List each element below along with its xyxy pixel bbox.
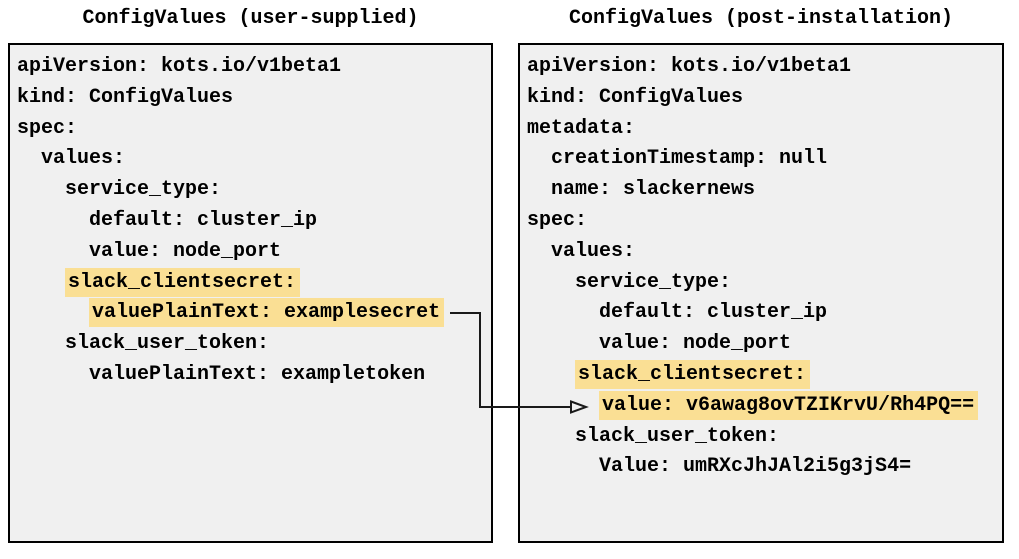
yaml-text: metadata: <box>527 116 636 140</box>
yaml-indent <box>17 271 65 294</box>
yaml-line-highlighted: slack_clientsecret: <box>527 359 998 391</box>
yaml-line: spec: <box>17 114 487 145</box>
yaml-line: service_type: <box>527 268 998 299</box>
yaml-line: apiVersion: kots.io/v1beta1 <box>527 52 998 83</box>
yaml-indent <box>527 271 575 294</box>
yaml-indent <box>527 455 599 478</box>
yaml-text: value: node_port <box>89 239 282 263</box>
yaml-text: default: cluster_ip <box>89 208 318 232</box>
yaml-text: apiVersion: kots.io/v1beta1 <box>527 55 852 78</box>
yaml-line-highlighted: value: v6awag8ovTZIKrvU/Rh4PQ== <box>527 390 998 422</box>
yaml-line: slack_user_token: <box>17 329 487 360</box>
post-installation-config-box: apiVersion: kots.io/v1beta1 kind: Config… <box>518 43 1004 543</box>
yaml-text: slack_clientsecret: <box>575 359 811 389</box>
yaml-indent <box>527 301 599 324</box>
left-box-title: ConfigValues (user-supplied) <box>82 7 419 30</box>
post-installation-yaml: apiVersion: kots.io/v1beta1 kind: Config… <box>527 52 998 483</box>
yaml-line: name: slackernews <box>527 175 998 206</box>
yaml-indent <box>17 363 89 386</box>
yaml-text: slack_user_token: <box>575 424 780 448</box>
yaml-indent <box>527 332 599 355</box>
yaml-indent <box>527 178 551 201</box>
yaml-indent <box>17 301 89 324</box>
yaml-indent <box>527 394 599 417</box>
yaml-indent <box>527 425 575 448</box>
yaml-text: valuePlainText: exampletoken <box>89 362 426 386</box>
yaml-line: metadata: <box>527 114 998 145</box>
yaml-line: service_type: <box>17 175 487 206</box>
yaml-text: value: v6awag8ovTZIKrvU/Rh4PQ== <box>599 390 979 420</box>
yaml-text: default: cluster_ip <box>599 301 828 325</box>
yaml-text: kind: ConfigValues <box>17 85 234 109</box>
yaml-indent <box>17 178 65 201</box>
yaml-line: kind: ConfigValues <box>17 83 487 114</box>
yaml-indent <box>17 240 89 263</box>
yaml-indent <box>17 209 89 232</box>
yaml-text: name: slackernews <box>551 178 756 202</box>
yaml-indent <box>527 363 575 386</box>
yaml-indent <box>527 147 551 170</box>
yaml-line: default: cluster_ip <box>17 206 487 237</box>
yaml-text: service_type: <box>65 178 222 202</box>
yaml-text: valuePlainText: examplesecret <box>89 298 445 328</box>
yaml-text: values: <box>41 147 126 171</box>
yaml-text: spec: <box>17 116 78 140</box>
yaml-indent <box>17 332 65 355</box>
yaml-text: slack_user_token: <box>65 332 270 356</box>
right-box-title: ConfigValues (post-installation) <box>568 7 954 30</box>
user-supplied-yaml: apiVersion: kots.io/v1beta1 kind: Config… <box>17 52 487 391</box>
yaml-text: Value: umRXcJhJAl2i5g3jS4= <box>599 455 912 479</box>
yaml-line: value: node_port <box>527 329 998 360</box>
yaml-line: Value: umRXcJhJAl2i5g3jS4= <box>527 452 998 483</box>
yaml-line-highlighted: valuePlainText: examplesecret <box>17 298 487 329</box>
yaml-line: default: cluster_ip <box>527 298 998 329</box>
yaml-text: slack_clientsecret: <box>65 267 301 297</box>
yaml-text: values: <box>551 239 636 263</box>
yaml-indent <box>527 240 551 263</box>
yaml-line: valuePlainText: exampletoken <box>17 360 487 391</box>
yaml-line: slack_user_token: <box>527 422 998 453</box>
yaml-text: creationTimestamp: null <box>551 147 828 171</box>
yaml-line: creationTimestamp: null <box>527 144 998 175</box>
yaml-line: spec: <box>527 206 998 237</box>
yaml-line: kind: ConfigValues <box>527 83 998 114</box>
yaml-text: kind: ConfigValues <box>527 85 744 109</box>
yaml-line: values: <box>527 237 998 268</box>
yaml-text: apiVersion: kots.io/v1beta1 <box>17 55 342 78</box>
yaml-line: value: node_port <box>17 237 487 268</box>
yaml-indent <box>17 147 41 170</box>
yaml-line: values: <box>17 144 487 175</box>
user-supplied-config-box: apiVersion: kots.io/v1beta1 kind: Config… <box>8 43 493 543</box>
yaml-text: value: node_port <box>599 332 792 356</box>
yaml-line: apiVersion: kots.io/v1beta1 <box>17 52 487 83</box>
yaml-text: service_type: <box>575 270 732 294</box>
yaml-line-highlighted: slack_clientsecret: <box>17 267 487 299</box>
yaml-text: spec: <box>527 208 588 232</box>
